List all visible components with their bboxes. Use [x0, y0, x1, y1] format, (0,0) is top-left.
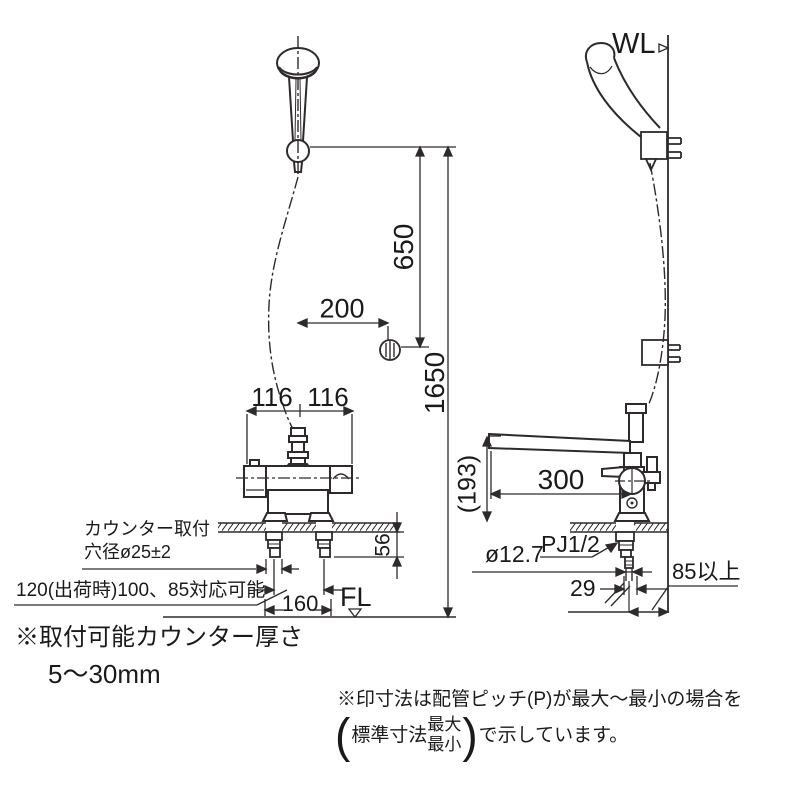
max-min-stack: 最大 最小: [427, 715, 461, 754]
faucet-body-front: [236, 427, 362, 522]
open-paren: (: [335, 707, 351, 763]
dim-56: 56: [371, 533, 395, 557]
front-view-dimensions: [14, 145, 456, 619]
shower-brackets: [640, 131, 682, 366]
wall-line-label: WL: [612, 28, 656, 60]
note-piping-line1: ※印寸法は配管ピッチ(P)が最大〜最小の場合を: [337, 689, 743, 710]
note-piping-line2: ( 標準寸法 最大 最小 ) で示しています。: [334, 707, 629, 763]
note-counter-thickness-line2: 5〜30mm: [48, 659, 161, 689]
dim-200: 200: [319, 293, 365, 324]
min-label: 最小: [427, 735, 462, 754]
faucet-body-side: [488, 403, 661, 522]
supply-pipes-front: [265, 531, 333, 558]
wall-line: [658, 35, 670, 613]
wall-level-marker-icon: [658, 42, 670, 54]
counter-mount-label-line1: カウンター取付: [84, 519, 210, 539]
counter-mount-label-line2: 穴径ø25±2: [84, 542, 171, 562]
dim-1650: 1650: [419, 351, 450, 415]
handshower-side: [585, 41, 661, 138]
dim-wall-clearance: 85以上: [672, 559, 741, 584]
dim-193: (193): [453, 454, 482, 514]
dim-116-right: 116: [307, 382, 349, 412]
note-piping-suffix: で示しています。: [478, 724, 629, 746]
pipe-pitch-label: 120(出荷時)100、85対応可能: [16, 580, 266, 601]
dim-thread: PJ1/2: [541, 531, 600, 557]
floor-line-label: FL: [340, 582, 372, 612]
counter-side: [570, 522, 668, 533]
counter-front: [218, 522, 400, 533]
handshower-hose-front: [267, 36, 299, 430]
max-label: 最大: [427, 715, 462, 735]
dim-160: 160: [281, 591, 319, 616]
dim-650: 650: [388, 223, 419, 271]
dim-116-left: 116: [251, 382, 293, 412]
note-counter-thickness-line1: ※取付可能カウンター厚さ: [15, 624, 303, 651]
standard-dim-label: 標準寸法: [351, 724, 428, 746]
close-paren: ): [462, 707, 478, 763]
handshower-hose-side: [647, 162, 666, 407]
dim-29: 29: [570, 575, 596, 601]
dim-pipe-diameter: ø12.7: [485, 541, 544, 567]
side-view-dimensions: [472, 435, 738, 618]
dim-300: 300: [537, 464, 585, 495]
